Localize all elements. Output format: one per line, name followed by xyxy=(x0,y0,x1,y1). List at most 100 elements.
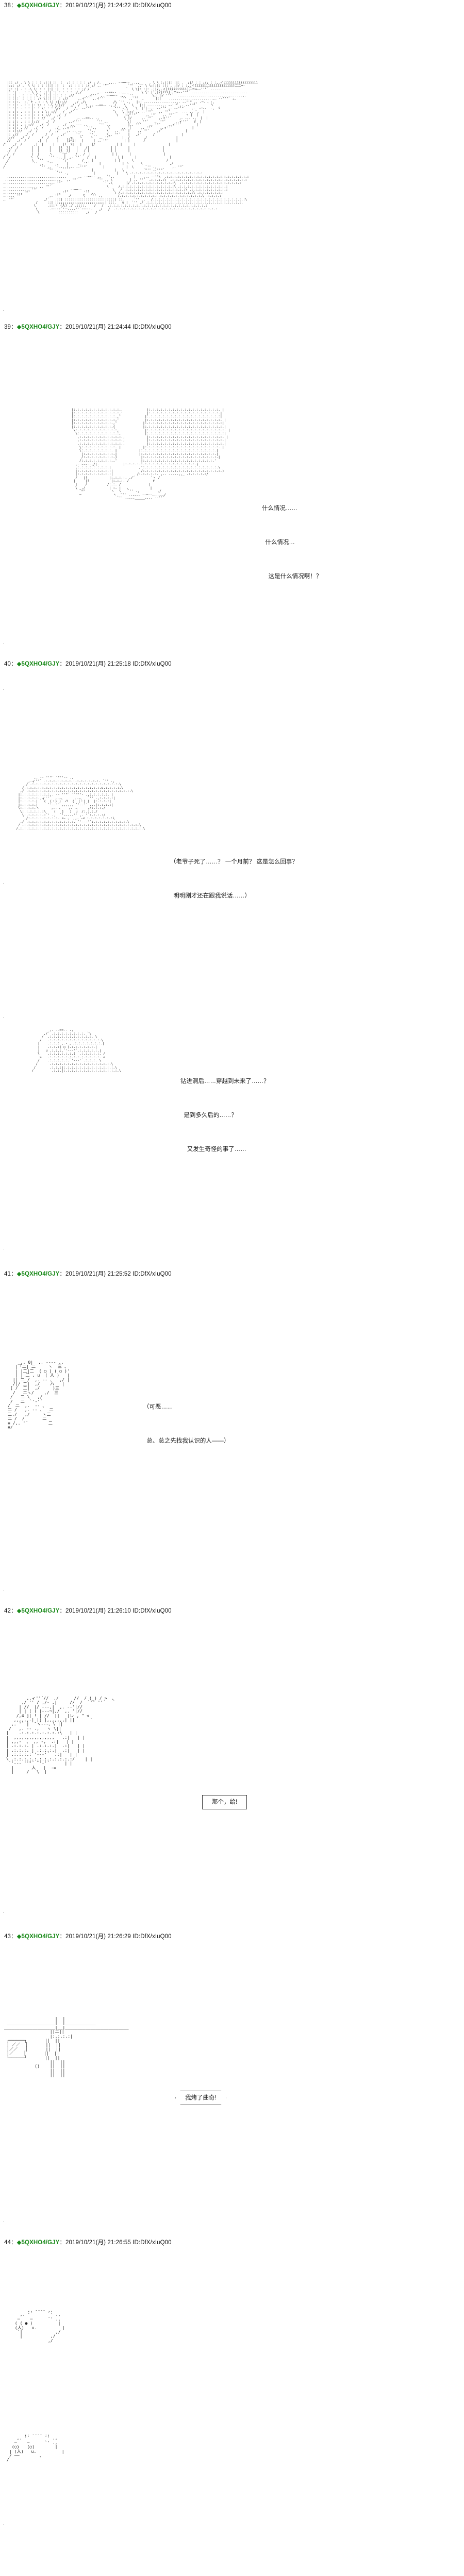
trailing-dot: . xyxy=(3,2521,5,2526)
speech-balloon: 那个，给! xyxy=(202,1795,247,1809)
post-39: 39：◆5QXHO4/GJY：2019/10/21(月) 21:24:44 ID… xyxy=(0,324,464,660)
speech-balloon: 我烤了曲奇! xyxy=(175,2091,226,2105)
mid-dot: . xyxy=(3,879,5,885)
header-separator: ： xyxy=(11,324,17,330)
post-uid: ID:DfX/xIuQ00 xyxy=(132,3,172,9)
dialogue-block-secondary: 钻进洞后……穿越到未来了……？ 是到多久后的……？ 又发生奇怪的事了…… xyxy=(180,1053,270,1178)
post-date: 2019/10/21(月) 21:26:10 xyxy=(65,1608,131,1614)
post-40: 40：◆5QXHO4/GJY：2019/10/21(月) 21:25:18 ID… xyxy=(0,660,464,1270)
post-number: 38 xyxy=(4,3,11,9)
post-author-name[interactable]: ◆5QXHO4/GJY xyxy=(16,324,60,330)
trailing-dot: . xyxy=(3,1909,5,1914)
ascii-art-secondary: ,. -‐‐- ., ,. '´ `' ., ─ ─ `' ., (○) (○)… xyxy=(6,2432,64,2462)
post-uid: ID:DfX/xIuQ00 xyxy=(132,661,172,667)
header-separator-2: ： xyxy=(59,1608,66,1614)
post-number: 44 xyxy=(4,2240,11,2246)
dialogue-line: 总、总之先找我认识的人——） xyxy=(143,1438,230,1444)
header-separator: ： xyxy=(11,1608,17,1614)
header-separator-2: ： xyxy=(59,1934,66,1940)
ascii-art: _,, 0| ,. -‐‐- ., |「二| 二 ヽ 三 、 | |二|二 ( … xyxy=(7,1360,70,1430)
header-separator: ： xyxy=(11,1271,17,1277)
leading-dot: . xyxy=(3,686,5,691)
post-date: 2019/10/21(月) 21:24:22 xyxy=(65,3,131,9)
dialogue-line: （可恶…… xyxy=(143,1404,173,1410)
post-author-name[interactable]: ◆5QXHO4/GJY xyxy=(16,1271,60,1277)
trailing-dot: . xyxy=(3,1245,5,1250)
post-uid: ID:DfX/xIuQ00 xyxy=(132,2240,172,2246)
dialogue-line: 又发生奇怪的事了…… xyxy=(180,1146,246,1153)
post-43: 43：◆5QXHO4/GJY：2019/10/21(月) 21:26:29 ID… xyxy=(0,1933,464,2239)
post-header: 44：◆5QXHO4/GJY：2019/10/21(月) 21:26:55 ID… xyxy=(0,2239,464,2246)
balloon-text: 我烤了曲奇! xyxy=(175,2091,226,2105)
post-header: 39：◆5QXHO4/GJY：2019/10/21(月) 21:24:44 ID… xyxy=(0,324,464,331)
post-number: 39 xyxy=(4,324,11,330)
ascii-art: | | ___________________| |____________ _… xyxy=(4,2016,129,2077)
dialogue-line: 钻进洞后……穿越到未来了……？ xyxy=(180,1078,270,1084)
post-44: 44：◆5QXHO4/GJY：2019/10/21(月) 21:26:55 ID… xyxy=(0,2239,464,2535)
post-uid: ID:DfX/xIuQ00 xyxy=(132,1608,172,1614)
dialogue-block: （可恶…… 总、总之先找我认识的人——） xyxy=(143,1379,229,1469)
dialogue-line: 这是什么情况啊！？ xyxy=(262,573,322,580)
post-uid: ID:DfX/xIuQ00 xyxy=(132,1934,172,1940)
mid-dot-2: . xyxy=(3,1013,5,1019)
post-header: 41：◆5QXHO4/GJY：2019/10/21(月) 21:25:52 ID… xyxy=(0,1270,464,1278)
post-body: |:: ;/ . \ \ : : : ;|:| :| : ;: : : : : … xyxy=(0,9,464,324)
ascii-art: ,. -‐‐- ., ,. '´ `' ., ─ ─ `' ., ( ( ● )… xyxy=(14,2308,65,2343)
dialogue-block: 什么情况…… 什么情况… 这是什么情况啊！？ xyxy=(262,480,322,605)
header-separator-2: ： xyxy=(59,324,66,330)
post-date: 2019/10/21(月) 21:25:18 xyxy=(65,661,131,667)
post-body: |:.:.:.:.:.:.:.:.:.:.:.:., |:.:.:.:.:.:.… xyxy=(0,331,464,660)
post-header: 38：◆5QXHO4/GJY：2019/10/21(月) 21:24:22 ID… xyxy=(0,2,464,9)
header-separator-2: ： xyxy=(59,1271,66,1277)
post-header: 43：◆5QXHO4/GJY：2019/10/21(月) 21:26:29 ID… xyxy=(0,1933,464,1940)
post-author-name[interactable]: ◆5QXHO4/GJY xyxy=(16,3,60,9)
ascii-art: ,. -‐ ''"´ ̄`"''‐- ., ,.ィ''´ .:.:.:.:.:.… xyxy=(16,776,145,831)
post-body: | | ___________________| |____________ _… xyxy=(0,1940,464,2239)
post-date: 2019/10/21(月) 21:24:44 xyxy=(65,324,131,330)
post-body: ,.ィ''´// ,/ // / (_) / > 、 ,/ '' / ,/- ,… xyxy=(0,1615,464,1933)
post-body: ,. -‐‐- ., ,. '´ `' ., ─ ─ `' ., ( ( ● )… xyxy=(0,2246,464,2535)
trailing-dot: . xyxy=(3,307,5,312)
dialogue-block: （老爷子死了……？ 一个月前？ 这是怎么回事？ 明明刚才还在跟我说话……） xyxy=(170,834,298,924)
post-uid: ID:DfX/xIuQ00 xyxy=(132,1271,172,1277)
post-author-name[interactable]: ◆5QXHO4/GJY xyxy=(16,1934,60,1940)
post-38: 38：◆5QXHO4/GJY：2019/10/21(月) 21:24:22 ID… xyxy=(0,0,464,324)
post-author-name[interactable]: ◆5QXHO4/GJY xyxy=(16,2240,60,2246)
post-number: 43 xyxy=(4,1934,11,1940)
ascii-art: ,.ィ''´// ,/ // / (_) / > 、 ,/ '' / ,/- ,… xyxy=(6,1696,117,1774)
trailing-dot: . xyxy=(3,2218,5,2223)
post-date: 2019/10/21(月) 21:26:29 xyxy=(65,1934,131,1940)
post-header: 42：◆5QXHO4/GJY：2019/10/21(月) 21:26:10 ID… xyxy=(0,1607,464,1615)
post-date: 2019/10/21(月) 21:25:52 xyxy=(65,1271,131,1277)
ascii-art: |:.:.:.:.:.:.:.:.:.:.:.:., |:.:.:.:.:.:.… xyxy=(71,408,230,500)
header-separator: ： xyxy=(11,661,17,667)
header-separator: ： xyxy=(11,2240,17,2246)
dialogue-line: 是到多久后的……？ xyxy=(180,1112,237,1118)
dialogue-line: 明明刚才还在跟我说话……） xyxy=(170,893,251,899)
post-number: 40 xyxy=(4,661,11,667)
ascii-art-secondary: ,. -‐==‐- ., ,/´ .:.:.:.:.:.:.:.:. `\ / … xyxy=(31,1028,121,1073)
dialogue-line: 什么情况… xyxy=(262,539,295,546)
balloon-text: 那个，给! xyxy=(202,1795,247,1809)
post-header: 40：◆5QXHO4/GJY：2019/10/21(月) 21:25:18 ID… xyxy=(0,660,464,668)
dialogue-line: （老爷子死了……？ 一个月前？ 这是怎么回事？ xyxy=(170,859,298,865)
post-author-name[interactable]: ◆5QXHO4/GJY xyxy=(16,1608,60,1614)
post-number: 42 xyxy=(4,1608,11,1614)
post-author-name[interactable]: ◆5QXHO4/GJY xyxy=(16,661,60,667)
post-number: 41 xyxy=(4,1271,11,1277)
ascii-art: |:: ;/ . \ \ : : : ;|:| :| : ;: : : : : … xyxy=(3,81,258,214)
post-date: 2019/10/21(月) 21:26:55 xyxy=(65,2240,131,2246)
post-uid: ID:DfX/xIuQ00 xyxy=(132,324,172,330)
post-body: . ,. -‐ ''"´ ̄`"''‐- ., ,.ィ''´ .:.:.:.:.… xyxy=(0,668,464,1270)
post-body: _,, 0| ,. -‐‐- ., |「二| 二 ヽ 三 、 | |二|二 ( … xyxy=(0,1278,464,1607)
trailing-dot: . xyxy=(3,1586,5,1591)
dialogue-line: 什么情况…… xyxy=(262,505,297,512)
post-42: 42：◆5QXHO4/GJY：2019/10/21(月) 21:26:10 ID… xyxy=(0,1607,464,1933)
header-separator-2: ： xyxy=(59,3,66,9)
header-separator-2: ： xyxy=(59,661,66,667)
trailing-dot: . xyxy=(3,639,5,645)
post-41: 41：◆5QXHO4/GJY：2019/10/21(月) 21:25:52 ID… xyxy=(0,1270,464,1607)
header-separator-2: ： xyxy=(59,2240,66,2246)
header-separator: ： xyxy=(11,1934,17,1940)
